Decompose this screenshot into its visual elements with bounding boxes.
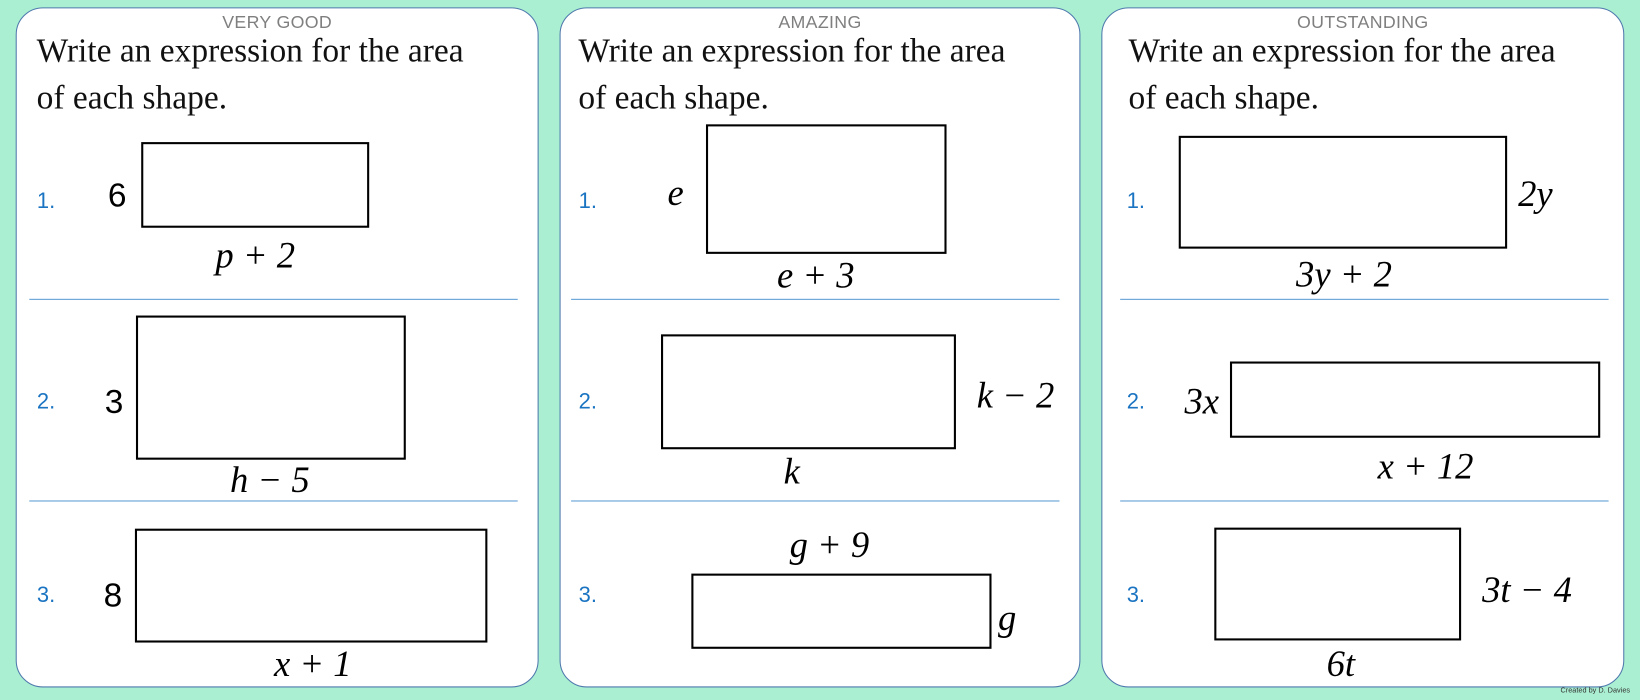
panel-very-good [15, 7, 539, 688]
base-length: h − 5 [230, 459, 310, 501]
divider [29, 298, 518, 300]
rectangle-shape [141, 142, 370, 228]
rectangle-shape [1214, 527, 1462, 641]
rectangle-shape [1229, 361, 1601, 438]
level-label: OUTSTANDING [1297, 12, 1429, 33]
level-label: AMAZING [778, 12, 862, 33]
divider [1120, 500, 1609, 502]
base-length: e + 3 [777, 254, 855, 296]
instruction-line-2: of each shape. [578, 78, 769, 116]
question-number: 2. [1126, 389, 1146, 414]
base-length: k [783, 451, 800, 493]
instruction-line-2: of each shape. [1128, 78, 1320, 116]
credit-text: Created by D. Davies [1560, 687, 1631, 695]
question-number: 2. [578, 389, 597, 414]
base-length: g + 9 [789, 524, 870, 566]
divider [29, 500, 518, 502]
question-number: 3. [578, 582, 597, 608]
rectangle-shape [134, 528, 488, 643]
side-length: 8 [103, 576, 123, 614]
base-length: x + 1 [273, 643, 352, 685]
rectangle-shape [691, 573, 992, 649]
panel-outstanding [1101, 7, 1625, 688]
question-number: 3. [36, 582, 56, 608]
base-length: p + 2 [215, 235, 296, 276]
rectangle-shape [661, 334, 956, 450]
rectangle-shape [1178, 135, 1508, 249]
level-label: VERY GOOD [222, 12, 333, 33]
question-number: 1. [1126, 189, 1146, 214]
side-length: 3t − 4 [1482, 569, 1572, 611]
side-length: e [667, 172, 684, 214]
instruction-line-2: of each shape. [36, 78, 228, 116]
question-number: 1. [36, 189, 56, 214]
side-length: 6 [107, 176, 127, 214]
base-length: 3y + 2 [1296, 253, 1392, 295]
instruction-line-1: Write an expression for the area [36, 31, 464, 69]
base-length: 6t [1326, 643, 1356, 685]
divider [571, 298, 1060, 300]
side-length: g [998, 597, 1017, 639]
instruction-line-1: Write an expression for the area [1128, 31, 1556, 69]
rectangle-shape [135, 315, 406, 460]
side-length: k − 2 [976, 375, 1055, 416]
question-number: 3. [1126, 582, 1146, 608]
divider [1120, 298, 1609, 300]
side-length: 3 [104, 382, 124, 421]
side-length: 3x [1184, 381, 1220, 423]
divider [571, 500, 1060, 502]
question-number: 2. [36, 389, 56, 414]
instruction-line-1: Write an expression for the area [578, 31, 1006, 69]
question-number: 1. [578, 189, 597, 214]
side-length: 2y [1518, 173, 1553, 215]
rectangle-shape [705, 124, 947, 254]
base-length: x + 12 [1377, 446, 1474, 487]
